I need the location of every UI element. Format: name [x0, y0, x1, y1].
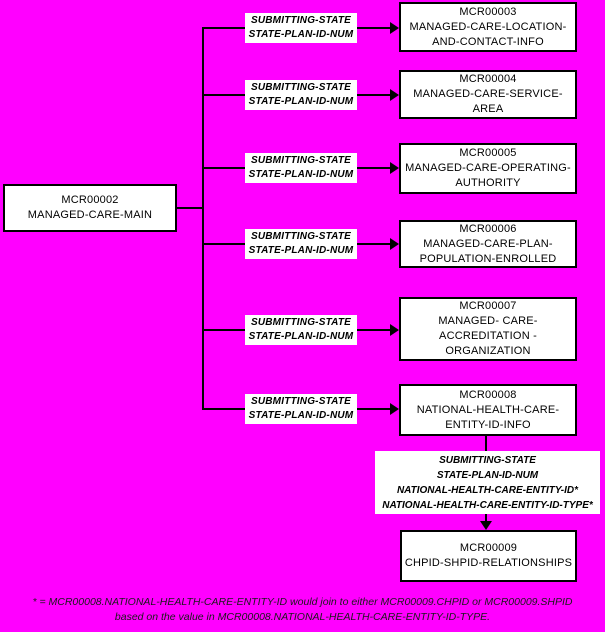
arrow-right-icon: [390, 403, 399, 415]
connector-line-main-to-trunk: [176, 207, 204, 209]
arrow-right-icon: [390, 324, 399, 336]
entity-box-mcr00003: MCR00003 MANAGED-CARE-LOCATION- AND-CONT…: [399, 2, 577, 52]
join-attributes-label: SUBMITTING-STATE STATE-PLAN-ID-NUM NATIO…: [375, 451, 600, 514]
entity-box-mcr00006: MCR00006 MANAGED-CARE-PLAN- POPULATION-E…: [399, 220, 577, 268]
arrow-right-icon: [390, 238, 399, 250]
entity-name: MANAGED-CARE-SERVICE- AREA: [413, 88, 563, 115]
entity-box-mcr00009: MCR00009 CHPID-SHPID-RELATIONSHIPS: [400, 530, 577, 582]
entity-name: NATIONAL-HEALTH-CARE- ENTITY-ID-INFO: [416, 403, 560, 431]
entity-name: MANAGED-CARE-LOCATION- AND-CONTACT-INFO: [409, 20, 567, 48]
connector-line-join-to-mcr00009: [485, 514, 487, 522]
entity-box-mcr00005: MCR00005 MANAGED-CARE-OPERATING- AUTHORI…: [399, 143, 577, 194]
edge-label-mcr00008: SUBMITTING-STATE STATE-PLAN-ID-NUM: [245, 394, 357, 424]
connector-trunk-line: [202, 27, 204, 410]
entity-name: MANAGED-CARE-PLAN- POPULATION-ENROLLED: [419, 237, 557, 265]
arrow-right-icon: [390, 162, 399, 174]
entity-id: MCR00004: [459, 73, 517, 85]
entity-box-mcr00008: MCR00008 NATIONAL-HEALTH-CARE- ENTITY-ID…: [399, 384, 577, 436]
arrow-right-icon: [390, 89, 399, 101]
entity-box-mcr00007: MCR00007 MANAGED- CARE- ACCREDITATION - …: [399, 297, 577, 361]
entity-box-mcr00002: MCR00002 MANAGED-CARE-MAIN: [3, 184, 177, 232]
edge-label-mcr00004: SUBMITTING-STATE STATE-PLAN-ID-NUM: [245, 80, 357, 110]
entity-id: MCR00005: [459, 147, 517, 159]
entity-id: MCR00002: [61, 194, 119, 206]
entity-id: MCR00006: [459, 222, 517, 235]
entity-name: MANAGED-CARE-MAIN: [27, 209, 153, 221]
entity-name: MANAGED-CARE-OPERATING- AUTHORITY: [405, 162, 571, 189]
entity-name: MANAGED- CARE- ACCREDITATION - ORGANIZAT…: [438, 315, 538, 357]
entity-id: MCR00008: [459, 388, 517, 401]
arrow-right-icon: [390, 22, 399, 34]
edge-label-mcr00005: SUBMITTING-STATE STATE-PLAN-ID-NUM: [245, 153, 357, 183]
entity-box-mcr00004: MCR00004 MANAGED-CARE-SERVICE- AREA: [399, 70, 577, 119]
edge-label-mcr00007: SUBMITTING-STATE STATE-PLAN-ID-NUM: [245, 315, 357, 345]
entity-id: MCR00009: [459, 542, 518, 554]
arrow-down-icon: [480, 521, 492, 530]
entity-id: MCR00003: [459, 5, 517, 18]
connector-line-mcr00008-to-join: [485, 436, 487, 451]
entity-name: CHPID-SHPID-RELATIONSHIPS: [404, 557, 573, 569]
footnote: * = MCR00008.NATIONAL-HEALTH-CARE-ENTITY…: [32, 596, 573, 623]
edge-label-mcr00003: SUBMITTING-STATE STATE-PLAN-ID-NUM: [245, 13, 357, 43]
entity-id: MCR00007: [459, 300, 517, 312]
edge-label-mcr00006: SUBMITTING-STATE STATE-PLAN-ID-NUM: [245, 229, 357, 259]
